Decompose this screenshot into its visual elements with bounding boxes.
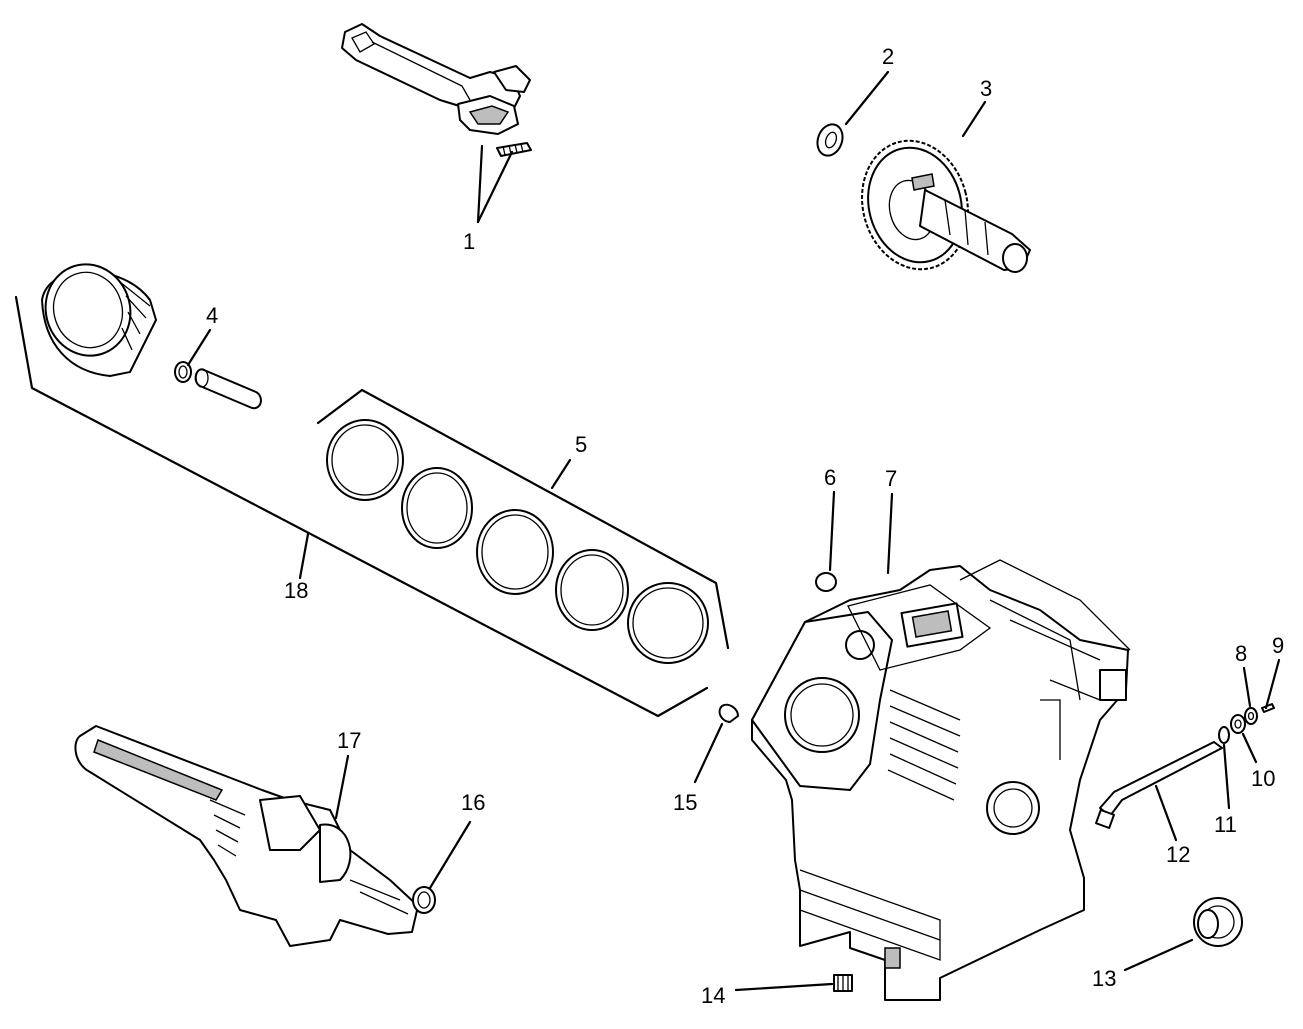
callout-13: 13	[1092, 966, 1116, 991]
piston-assembly-bracket	[14, 295, 709, 718]
piston	[41, 263, 157, 377]
piston-pin-retainer	[174, 361, 192, 383]
callout-9: 9	[1272, 633, 1284, 658]
drain-plug	[833, 974, 853, 992]
screw-9	[1261, 703, 1275, 713]
snap-ring	[412, 886, 436, 914]
callout-17: 17	[337, 728, 361, 753]
oil-seal	[1193, 897, 1243, 947]
callout-18: 18	[284, 578, 308, 603]
crankcase	[751, 559, 1131, 1001]
connecting-rod	[341, 23, 532, 157]
callout-labels: 1 2 3 4 5 6 7 8 9 10 11 12 13 14 15 16 1…	[206, 44, 1284, 1008]
expansion-plug	[815, 572, 837, 592]
leader-lines	[186, 70, 1281, 992]
washer-8	[1244, 707, 1258, 725]
piston-rings	[326, 419, 709, 664]
callout-14: 14	[701, 983, 725, 1008]
callout-6: 6	[824, 465, 836, 490]
callout-15: 15	[673, 790, 697, 815]
callout-7: 7	[885, 466, 897, 491]
thrust-washer	[816, 123, 844, 157]
callout-12: 12	[1166, 842, 1190, 867]
piston-pin	[194, 368, 262, 410]
dipstick-tube	[1095, 741, 1223, 829]
camshaft-gear	[861, 139, 1031, 273]
callout-5: 5	[575, 432, 587, 457]
callout-16: 16	[461, 790, 485, 815]
dowel-pin	[718, 703, 739, 723]
callout-2: 2	[882, 44, 894, 69]
ring-set-bracket	[316, 388, 730, 650]
callout-4: 4	[206, 303, 218, 328]
callout-10: 10	[1251, 766, 1275, 791]
callout-3: 3	[980, 76, 992, 101]
crankshaft	[74, 725, 419, 947]
callout-8: 8	[1235, 641, 1247, 666]
washer-10	[1230, 714, 1246, 734]
washer-11	[1218, 726, 1230, 744]
callout-11: 11	[1214, 812, 1237, 837]
callout-1: 1	[463, 229, 475, 254]
